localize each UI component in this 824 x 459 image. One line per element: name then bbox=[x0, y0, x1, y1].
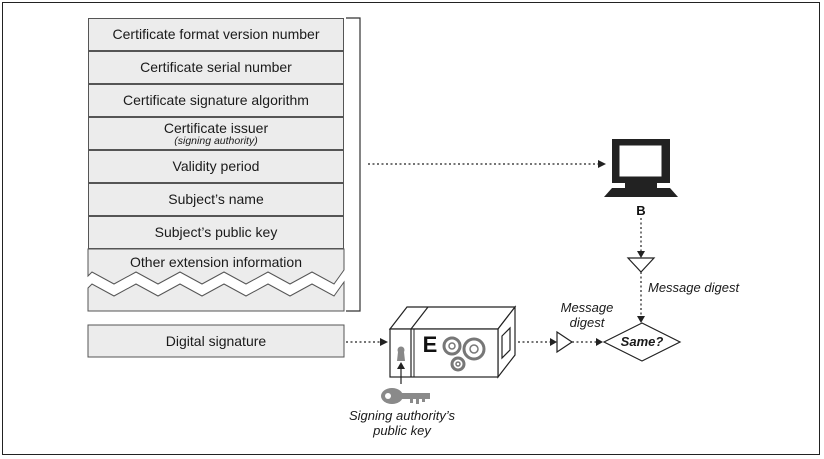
field-version-label: Certificate format version number bbox=[112, 26, 320, 42]
gears-icon bbox=[442, 336, 486, 372]
keyhole-icon bbox=[397, 346, 405, 354]
field-subject-name: Subject’s name bbox=[88, 183, 344, 216]
key-caption-line2: public key bbox=[373, 423, 431, 438]
digest-left-line1: Message bbox=[560, 300, 614, 315]
field-issuer: Certificate issuer (signing authority) bbox=[88, 117, 344, 150]
key-caption: Signing authority’s public key bbox=[340, 408, 464, 438]
arrow-head-digest-right bbox=[637, 251, 645, 258]
certificate-bracket bbox=[346, 17, 361, 312]
field-version: Certificate format version number bbox=[88, 18, 344, 51]
computer-monitor-icon bbox=[604, 139, 678, 197]
field-serial: Certificate serial number bbox=[88, 51, 344, 84]
arrow-head-digest-left bbox=[550, 338, 557, 346]
key-caption-line1: Signing authority’s bbox=[349, 408, 455, 423]
arrow-head-compare-left bbox=[596, 338, 603, 346]
field-extension: Other extension information bbox=[88, 250, 344, 274]
digest-left-line2: digest bbox=[569, 315, 605, 330]
digest-triangle-right bbox=[626, 257, 656, 273]
signature-label: Digital signature bbox=[165, 332, 267, 349]
arrow-head-keyhole bbox=[397, 362, 405, 369]
field-issuer-label: Certificate issuer bbox=[163, 119, 269, 136]
field-extension-label: Other extension information bbox=[130, 253, 302, 270]
computer-label: B bbox=[636, 203, 646, 218]
field-serial-label: Certificate serial number bbox=[140, 59, 292, 75]
engine-letter: E bbox=[422, 332, 438, 357]
key-icon bbox=[381, 388, 430, 404]
arrow-head-computer bbox=[598, 160, 606, 168]
digest-right-label: Message digest bbox=[648, 280, 740, 295]
signature-field: Digital signature bbox=[88, 325, 344, 357]
signature-box bbox=[87, 324, 345, 358]
field-algorithm: Certificate signature algorithm bbox=[88, 84, 344, 117]
digest-triangle-left bbox=[556, 330, 574, 354]
field-validity: Validity period bbox=[88, 150, 344, 183]
field-subject-key-label: Subject’s public key bbox=[154, 224, 278, 240]
field-extension-box bbox=[87, 248, 345, 285]
figure-frame bbox=[2, 2, 820, 455]
arrow-head-engine bbox=[380, 338, 388, 346]
field-subject-name-label: Subject’s name bbox=[168, 191, 264, 207]
field-validity-label: Validity period bbox=[172, 158, 260, 174]
compare-label: Same? bbox=[620, 334, 664, 349]
field-subject-key: Subject’s public key bbox=[88, 216, 344, 249]
field-algorithm-label: Certificate signature algorithm bbox=[123, 92, 309, 108]
digest-left-label: Message digest bbox=[548, 300, 626, 330]
engine-box bbox=[388, 305, 517, 379]
field-issuer-sublabel: (signing authority) bbox=[174, 134, 258, 147]
arrow-head-compare-top bbox=[637, 316, 645, 323]
field-extension-box-lower bbox=[87, 280, 345, 312]
compare-diamond bbox=[602, 322, 682, 362]
